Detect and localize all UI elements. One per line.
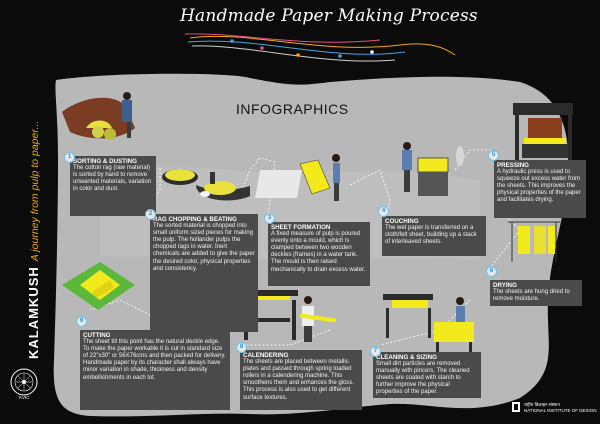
- step-text: A hydraulic press is used to squeeze out…: [497, 169, 581, 204]
- step-heading: CALENDERING: [243, 352, 289, 359]
- step-text: A fixed measure of pulp is poured evenly…: [271, 231, 366, 273]
- step-text: The sheets are hung dried to remove mois…: [493, 289, 570, 303]
- step-panel-rag-chopping: RAG CHOPPING & BEATING The sorted materi…: [150, 214, 258, 332]
- cutting-illustration: [62, 262, 135, 310]
- step-heading: DRYING: [493, 282, 517, 289]
- step-panel-pressing: PRESSING A hydraulic press is used to sq…: [494, 160, 586, 218]
- step-number-badge: 3: [264, 213, 275, 224]
- kvic-seal-logo: [10, 368, 38, 396]
- drying-illustration: [508, 221, 560, 262]
- sorting-illustration: [62, 92, 135, 140]
- step-text: The sorted material is chopped into smal…: [153, 223, 255, 272]
- step-number-badge: 7: [370, 346, 381, 357]
- step-number-badge: 4: [378, 206, 389, 217]
- step-heading: SHEET FORMATION: [271, 224, 331, 231]
- page-title: Handmade Paper Making Process: [180, 6, 478, 26]
- press-illustration: [513, 103, 573, 165]
- brand-vertical-label: KALAMKUSH A journey from pulp to paper...: [25, 121, 43, 359]
- step-panel-cleaning-sizing: CLEANING & SIZING Small dirt particles a…: [373, 352, 481, 398]
- sheet-formation-illustration: [255, 154, 340, 201]
- step-panel-couching: COUCHING The wet paper is transferred on…: [382, 216, 486, 256]
- nid-hindi-name: राष्ट्रीय डिज़ाइन संस्थान: [524, 402, 560, 407]
- step-number-badge: 5: [488, 150, 499, 161]
- step-text: The sheets are placed between metallic p…: [243, 359, 355, 401]
- title-swoosh-decoration: [184, 33, 456, 62]
- step-heading: COUCHING: [385, 218, 419, 225]
- step-panel-sheet-formation: SHEET FORMATION A fixed measure of pulp …: [268, 222, 370, 286]
- step-heading: SORTING & DUSTING: [73, 158, 137, 165]
- hollander-illustration: [162, 169, 250, 201]
- step-text: The wet paper is transferred on a cloth/…: [385, 225, 477, 246]
- kvic-seal-text: KVIC: [19, 395, 30, 400]
- brand-tagline: A journey from pulp to paper...: [29, 120, 41, 262]
- step-panel-cutting: CUTTING The sheet till this point has th…: [80, 330, 230, 410]
- step-text: The cotton rag (raw material) is sorted …: [73, 165, 152, 193]
- step-number-badge: 8: [236, 342, 247, 353]
- couching-illustration: [402, 142, 464, 196]
- infographics-subtitle: INFOGRAPHICS: [236, 101, 349, 117]
- step-heading: CLEANING & SIZING: [376, 354, 437, 361]
- step-number-badge: 1: [64, 152, 75, 163]
- step-number-badge: 9: [76, 316, 87, 327]
- step-heading: CUTTING: [83, 332, 111, 339]
- nid-logo-mark: [512, 402, 520, 412]
- cleaning-illustration: [383, 294, 474, 358]
- brand-name: KALAMKUSH: [26, 266, 41, 359]
- step-heading: PRESSING: [497, 162, 529, 169]
- step-number-badge: 2: [145, 209, 156, 220]
- step-panel-drying: DRYING The sheets are hung dried to remo…: [490, 280, 582, 306]
- step-number-badge: 6: [486, 266, 497, 277]
- step-text: Small dirt particles are removed manuall…: [376, 361, 470, 396]
- step-heading: RAG CHOPPING & BEATING: [153, 216, 237, 223]
- step-panel-sorting: SORTING & DUSTING The cotton rag (raw ma…: [70, 156, 156, 216]
- nid-english-name: NATIONAL INSTITUTE OF DESIGN: [524, 408, 597, 413]
- step-panel-calendering: CALENDERING The sheets are placed betwee…: [240, 350, 362, 410]
- step-text: The sheet till this point has the natura…: [83, 339, 226, 381]
